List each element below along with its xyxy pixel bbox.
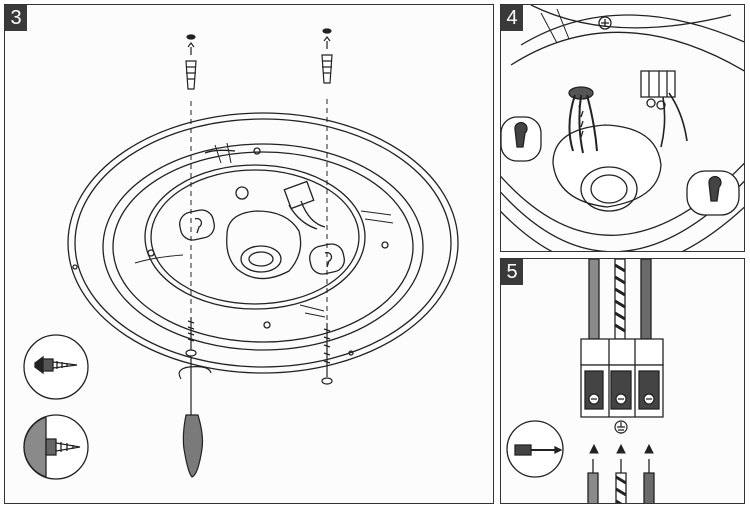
terminal-connection-illustration [501, 259, 745, 503]
central-cup [553, 125, 661, 207]
keyhole-slot-right [307, 242, 346, 276]
step-4-panel: 4 [500, 4, 745, 252]
drill-icon [24, 415, 88, 479]
load-wire-right [644, 473, 654, 503]
ceiling-mount-illustration [5, 5, 494, 504]
load-wire-left [588, 473, 598, 503]
central-cup [227, 211, 301, 279]
wall-plug-screw-icon [186, 29, 332, 89]
screwdriver-icon [507, 421, 563, 477]
screw-head [599, 17, 611, 29]
mounting-plate [145, 165, 365, 309]
outer-rim [68, 113, 458, 373]
step-number-badge: 3 [5, 5, 27, 31]
step-number-badge: 5 [501, 259, 523, 285]
ground-symbol-icon [615, 421, 627, 433]
terminal-block [581, 339, 663, 365]
step-5-panel: 5 [500, 258, 745, 504]
step-3-panel: 3 [4, 4, 494, 504]
inner-rim [103, 144, 423, 350]
terminal-block [641, 71, 675, 97]
terminal-block [284, 181, 313, 208]
wall-plug-screw-icon [24, 335, 88, 399]
step-number-badge: 4 [501, 5, 523, 31]
wiring-closeup-illustration [501, 5, 745, 252]
plate-hole [236, 187, 248, 199]
supply-wire-right [641, 259, 651, 339]
keyhole-slot-left [177, 208, 216, 242]
supply-wire-left [589, 259, 599, 339]
screwdriver-icon [179, 357, 211, 477]
